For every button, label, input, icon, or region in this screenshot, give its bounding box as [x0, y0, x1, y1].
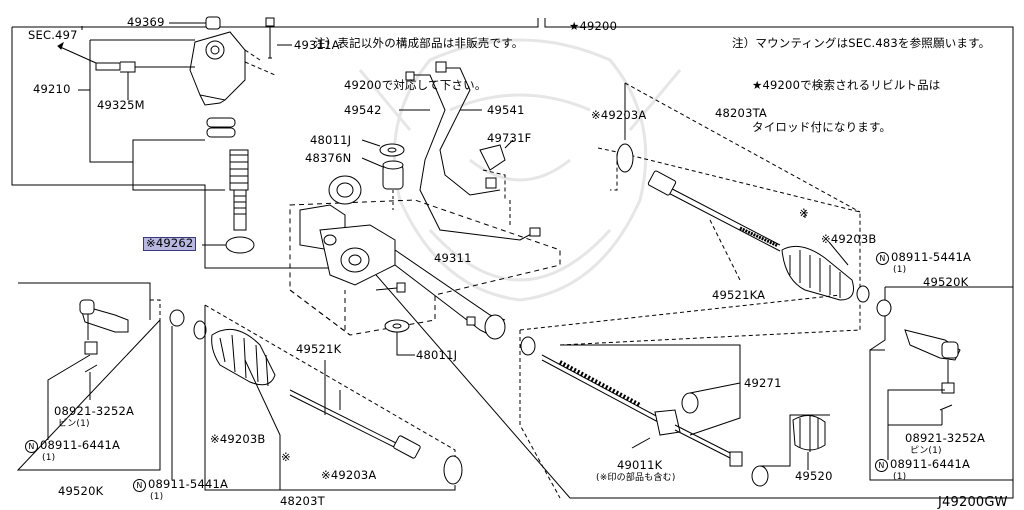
label-48011j-bot[interactable]: 48011J [416, 348, 458, 362]
qty-08911-6441a-left: (1) [42, 453, 56, 463]
label-49210[interactable]: 49210 [33, 82, 71, 96]
label-48203t[interactable]: 48203T [280, 494, 325, 508]
left-tie-rod-end-box [16, 282, 161, 471]
rack-assembly [519, 294, 861, 499]
diagram-code: J49200GW [938, 495, 1008, 510]
label-49521k[interactable]: 49521K [296, 342, 342, 356]
label-48203ta[interactable]: 48203TA [715, 106, 767, 120]
pinion-housing-group [57, 16, 292, 254]
label-49311a[interactable]: 49311A [294, 38, 340, 52]
assembly-outline [11, 18, 1014, 499]
label-49521ka[interactable]: 49521KA [712, 288, 766, 302]
label-49203a-top[interactable]: ※49203A [591, 108, 647, 122]
note-right-line-2: ★49200で検索されるリビルト品は [752, 78, 941, 92]
label-49369[interactable]: 49369 [127, 15, 165, 29]
label-49271[interactable]: 49271 [744, 376, 782, 390]
star-mark-lower: ※ [281, 450, 291, 464]
label-08911-6441a-right-text: 08911-6441A [890, 457, 971, 471]
left-tie-rod-lower [169, 304, 463, 491]
right-tie-rod-upper [597, 82, 870, 330]
label-49731f[interactable]: 49731F [487, 131, 532, 145]
pin-left: ピン(1) [58, 419, 90, 429]
label-08911-6441a-left-text: 08911-6441A [40, 438, 121, 452]
gear-housing [299, 175, 506, 340]
note-49011k: (※印の部品も含む) [596, 473, 676, 483]
label-48011j-top[interactable]: 48011J [310, 133, 352, 147]
label-49542[interactable]: 49542 [344, 103, 382, 117]
label-48376n[interactable]: 48376N [305, 151, 352, 165]
note-right-line-1: 注）マウンティングはSEC.483を参照願います。 [732, 36, 991, 50]
n-symbol-icon: N [25, 440, 38, 453]
label-49203a-bot[interactable]: ※49203A [321, 468, 377, 482]
label-08921-3252a-left[interactable]: 08921-3252A [54, 404, 135, 418]
label-08921-3252a-right[interactable]: 08921-3252A [905, 431, 986, 445]
label-49262-highlighted[interactable]: ※49262 [142, 236, 197, 251]
hydraulic-lines [399, 61, 541, 241]
n-symbol-icon: N [133, 479, 146, 492]
label-49200[interactable]: ★49200 [569, 19, 618, 33]
right-tie-rod-end-box [869, 286, 1014, 481]
label-49011k[interactable]: 49011K [617, 458, 663, 472]
label-49520[interactable]: 49520 [795, 469, 833, 483]
n-symbol-icon: N [876, 252, 889, 265]
label-49325m[interactable]: 49325M [97, 98, 145, 112]
pin-right: ピン(1) [910, 446, 942, 456]
label-49311[interactable]: 49311 [434, 251, 472, 265]
label-49541[interactable]: 49541 [487, 103, 525, 117]
note-right-line-3: タイロッド付になります。 [752, 120, 892, 134]
label-sec497[interactable]: SEC.497 [28, 28, 78, 42]
note-left-line-2: 49200で対応して下さい。 [344, 78, 487, 92]
qty-08911-5441a-right: (1) [893, 265, 907, 275]
qty-08911-6441a-right: (1) [893, 472, 907, 482]
label-49520k-right[interactable]: 49520K [923, 275, 969, 289]
n-symbol-icon: N [875, 459, 888, 472]
note-left-line-1: 注）表記以外の構成部品は非販売です。 [314, 36, 524, 50]
label-08911-5441a-bot-text: 08911-5441A [148, 477, 229, 491]
label-08911-5441a-right-text: 08911-5441A [891, 250, 972, 264]
label-49203b-right[interactable]: ※49203B [821, 232, 877, 246]
label-49203b-bot[interactable]: ※49203B [210, 432, 266, 446]
label-49520k-left[interactable]: 49520K [58, 484, 104, 498]
star-mark-upper: ※ [799, 206, 809, 220]
qty-08911-5441a-bot: (1) [150, 492, 164, 502]
